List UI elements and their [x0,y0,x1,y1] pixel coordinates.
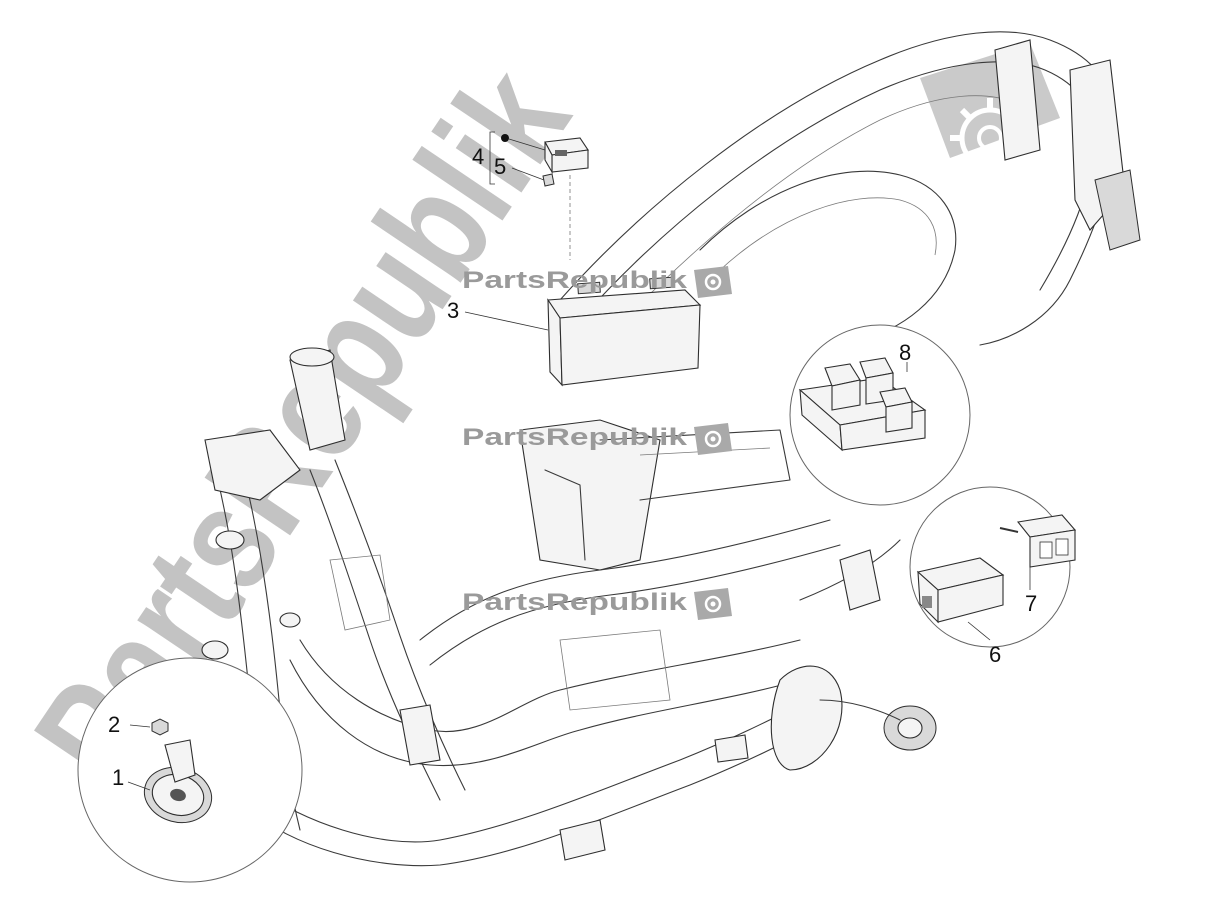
callout-1: 1 [112,765,124,790]
flasher-relay-part[interactable] [916,557,1005,624]
callout-4: 4 [472,144,484,169]
gear-flag-icon [694,266,732,298]
relay-part[interactable] [544,137,589,175]
watermark-1-text: PartsRepublik [462,267,688,294]
watermark-3-text: PartsRepublik [462,589,688,616]
gear-flag-icon [694,588,732,620]
battery-part[interactable] [547,276,702,387]
gear-flag-icon [694,423,732,455]
fuse-part[interactable] [542,173,555,187]
watermark-1: PartsRepublik [462,266,732,298]
callout-6: 6 [989,642,1001,667]
fusebox-detail-circle [789,324,971,506]
callout-2: 2 [108,712,120,737]
callout-8: 8 [899,340,911,365]
horn-detail-circle [77,657,303,883]
watermark-3: PartsRepublik [462,588,732,620]
watermark-big-gear-icon [920,43,1060,178]
connector-part[interactable] [999,514,1077,568]
horn-part[interactable] [138,739,218,830]
relay-detail-circle [909,486,1077,648]
watermark-2-text: PartsRepublik [462,424,688,451]
callout-5: 5 [494,154,506,179]
callout-3: 3 [447,298,459,323]
callout-4-marker [501,134,509,142]
nut-part[interactable] [151,718,169,736]
callout-7: 7 [1025,591,1037,616]
watermark-2: PartsRepublik [462,423,732,455]
fuse-box-part[interactable] [798,357,927,452]
